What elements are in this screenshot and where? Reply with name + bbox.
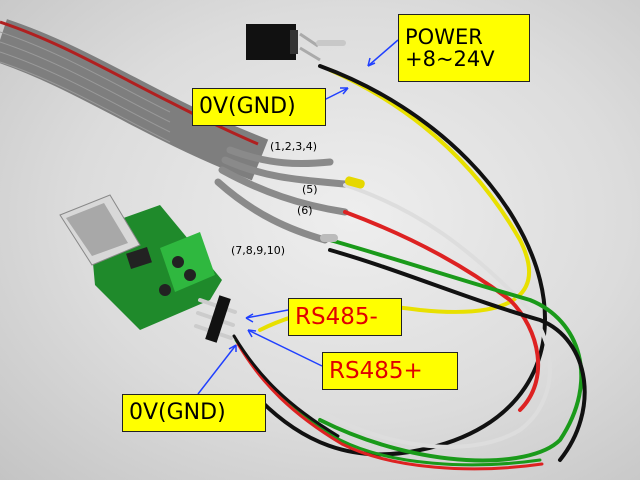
power-label: POWER +8~24V (398, 14, 530, 82)
gnd-label-top: 0V(GND) (192, 88, 326, 126)
gnd-label-bottom: 0V(GND) (122, 394, 266, 432)
power-label-line1: POWER (405, 24, 483, 49)
split-wires (214, 146, 349, 244)
rs485-plus-label: RS485+ (322, 352, 458, 390)
pin-label-5: (5) (302, 183, 318, 196)
long-wires (232, 64, 587, 471)
power-jack (246, 24, 346, 62)
header-pins (194, 295, 237, 343)
rs485-minus-label: RS485- (288, 298, 402, 336)
pin-label-1-2-3-4: (1,2,3,4) (270, 140, 318, 153)
heat-shrink (320, 176, 365, 242)
pin-label-7-8-9-10: (7,8,9,10) (231, 244, 286, 257)
power-label-line2: +8~24V (405, 47, 495, 71)
usb-adapter-board (59, 194, 222, 330)
pin-label-6: (6) (297, 204, 313, 217)
